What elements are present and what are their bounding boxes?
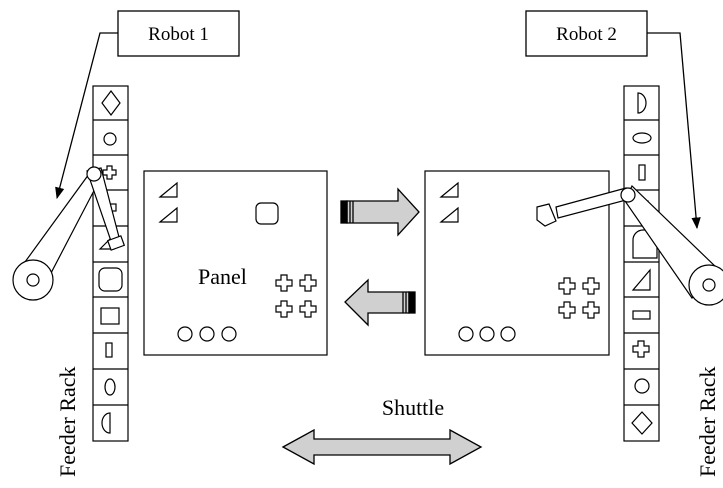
circle-icon (479, 326, 495, 342)
shuttle-label: Shuttle (382, 395, 444, 420)
right-feeder-rack-label: Feeder Rack (695, 366, 720, 477)
square-icon (100, 307, 120, 325)
cross-icon (299, 300, 317, 318)
circle-icon (221, 326, 237, 342)
circle-icon (103, 132, 117, 146)
cross-icon (299, 274, 317, 292)
left-feeder-rack (92, 85, 129, 442)
cross-icon (582, 277, 600, 295)
ellipse-v-icon (104, 378, 116, 396)
diamond-icon (631, 411, 653, 435)
robot-1-leader (55, 32, 118, 200)
cross-icon (275, 274, 293, 292)
triangle-icon (439, 181, 459, 198)
triangle-icon (631, 268, 651, 291)
robot-1-arm (12, 166, 126, 301)
robot-1-label-box: Robot 1 (117, 10, 240, 57)
transfer-right-arrow (340, 187, 420, 237)
rect-h-icon (632, 310, 651, 320)
shuttle-arrow (281, 428, 483, 466)
circle-icon (199, 326, 215, 342)
half-circle-icon (637, 92, 647, 114)
cross-icon (102, 165, 117, 180)
triangle-icon (158, 206, 178, 223)
rect-v-icon (638, 164, 646, 181)
robot-2-label: Robot 2 (556, 24, 617, 45)
circle-icon (634, 378, 650, 394)
cross-icon (632, 340, 650, 358)
right-panel (424, 170, 610, 356)
circle-icon (500, 326, 516, 342)
panel-label: Panel (198, 264, 247, 289)
half-circle-icon (101, 412, 111, 434)
robot-2-label-box: Robot 2 (525, 10, 648, 57)
rounded-square-icon (255, 202, 279, 225)
cross-icon (558, 301, 576, 319)
robot-2-leader (647, 32, 701, 230)
robot-1-label: Robot 1 (148, 24, 209, 45)
cross-icon (558, 277, 576, 295)
triangle-icon (158, 181, 178, 198)
cross-icon (582, 301, 600, 319)
ellipse-h-icon (632, 132, 652, 144)
left-feeder-rack-label: Feeder Rack (55, 366, 80, 477)
rect-v-icon (105, 342, 113, 358)
right-feeder-rack (623, 85, 660, 442)
rounded-square-icon (98, 267, 123, 292)
robot-2-arm (536, 184, 723, 306)
left-panel (143, 170, 328, 356)
cross-icon (275, 300, 293, 318)
circle-icon (458, 326, 474, 342)
diamond-icon (101, 90, 121, 116)
transfer-left-arrow (344, 278, 416, 327)
circle-icon (177, 326, 193, 342)
triangle-icon (439, 206, 459, 223)
